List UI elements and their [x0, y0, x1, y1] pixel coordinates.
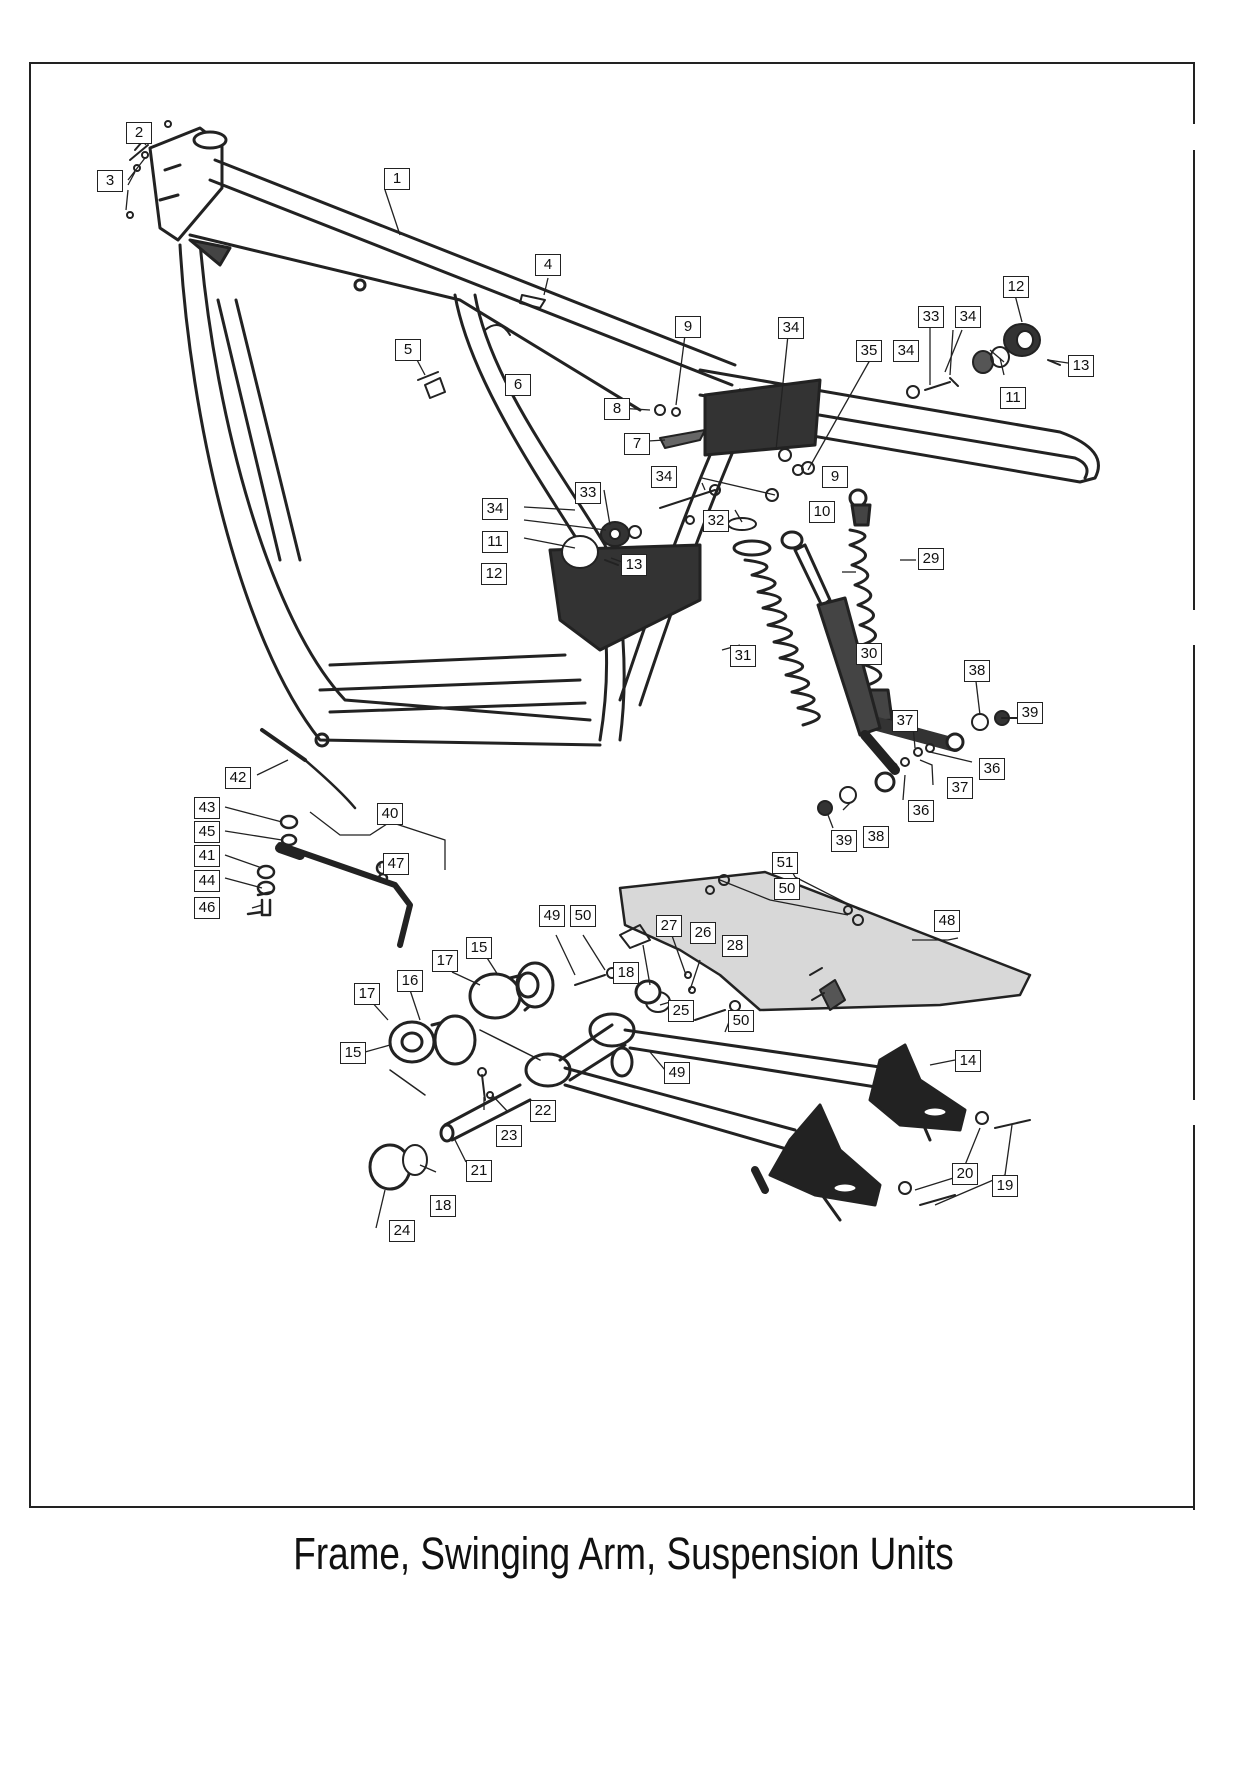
callout-39: 39: [831, 830, 857, 852]
callout-46: 46: [194, 897, 220, 919]
callout-17: 17: [432, 950, 458, 972]
spring-plate-32-drawing: [727, 517, 757, 531]
callout-25: 25: [668, 1000, 694, 1022]
figure-border-right-segment: [1193, 150, 1195, 610]
callout-37: 37: [947, 777, 973, 799]
callout-33: 33: [918, 306, 944, 328]
part-11-12-13-right-drawing: [765, 323, 1061, 502]
callout-12: 12: [481, 563, 507, 585]
callout-16: 16: [397, 970, 423, 992]
callout-49: 49: [539, 905, 565, 927]
callout-51: 51: [772, 852, 798, 874]
callout-36: 36: [908, 800, 934, 822]
callout-27: 27: [656, 915, 682, 937]
callout-34: 34: [778, 317, 804, 339]
callout-21: 21: [466, 1160, 492, 1182]
callout-23: 23: [496, 1125, 522, 1147]
callout-12: 12: [1003, 276, 1029, 298]
figure-border-right-segment: [1193, 645, 1195, 1100]
callout-10: 10: [809, 501, 835, 523]
callout-11: 11: [1000, 387, 1026, 409]
frame-drawing: [148, 126, 1100, 748]
callout-1: 1: [384, 168, 410, 190]
callout-7: 7: [624, 433, 650, 455]
callout-30: 30: [856, 643, 882, 665]
callout-29: 29: [918, 548, 944, 570]
callout-31: 31: [730, 645, 756, 667]
callout-50: 50: [728, 1010, 754, 1032]
callout-50: 50: [774, 878, 800, 900]
o-ring-18-drawing: [402, 1144, 428, 1176]
callout-8: 8: [604, 398, 630, 420]
callout-34: 34: [955, 306, 981, 328]
part-6-drawing: [484, 324, 511, 336]
adjuster-hardware-drawing: [898, 1111, 1031, 1206]
callout-45: 45: [194, 821, 220, 843]
swinging-arm-14-drawing: [524, 1012, 967, 1222]
callout-34: 34: [482, 498, 508, 520]
callout-39: 39: [1017, 702, 1043, 724]
callout-40: 40: [377, 803, 403, 825]
callout-15: 15: [340, 1042, 366, 1064]
callout-48: 48: [934, 910, 960, 932]
part-8-drawing: [654, 404, 666, 416]
callout-36: 36: [979, 758, 1005, 780]
callout-13: 13: [621, 554, 647, 576]
figure-caption: Frame, Swinging Arm, Suspension Units: [293, 1528, 954, 1579]
callout-6: 6: [505, 374, 531, 396]
callout-4: 4: [535, 254, 561, 276]
callout-49: 49: [664, 1062, 690, 1084]
callout-35: 35: [856, 340, 882, 362]
callout-9: 9: [822, 466, 848, 488]
part-7-drawing: [659, 429, 706, 449]
part-4-drawing: [519, 294, 546, 309]
callout-22: 22: [530, 1100, 556, 1122]
callout-18: 18: [613, 962, 639, 984]
callout-42: 42: [225, 767, 251, 789]
callout-11: 11: [482, 531, 508, 553]
callout-15: 15: [466, 937, 492, 959]
callout-19: 19: [992, 1175, 1018, 1197]
shock-mount-hardware-drawing: [817, 710, 1021, 816]
leader-lines: [125, 137, 1069, 1229]
spring-31-drawing: [732, 539, 821, 727]
callout-47: 47: [383, 853, 409, 875]
callout-32: 32: [703, 510, 729, 532]
callout-38: 38: [964, 660, 990, 682]
callout-33: 33: [575, 482, 601, 504]
part-5-drawing: [417, 371, 446, 399]
callout-18: 18: [430, 1195, 456, 1217]
chain-guard-48-drawing: [618, 870, 1032, 1012]
callout-34: 34: [893, 340, 919, 362]
callout-37: 37: [892, 710, 918, 732]
callout-2: 2: [126, 122, 152, 144]
bushes-15-18-drawing: [388, 961, 662, 1096]
stand-assembly-drawing: [246, 728, 413, 948]
callout-17: 17: [354, 983, 380, 1005]
callout-24: 24: [389, 1220, 415, 1242]
callout-3: 3: [97, 170, 123, 192]
callout-14: 14: [955, 1050, 981, 1072]
callout-41: 41: [194, 845, 220, 867]
callout-50: 50: [570, 905, 596, 927]
spindle-21-drawing: [439, 1067, 532, 1143]
callout-34: 34: [651, 466, 677, 488]
callout-38: 38: [863, 826, 889, 848]
callout-13: 13: [1068, 355, 1094, 377]
callout-28: 28: [722, 935, 748, 957]
callout-20: 20: [952, 1163, 978, 1185]
callout-9: 9: [675, 316, 701, 338]
figure-border-right-segment: [1193, 1125, 1195, 1510]
callout-43: 43: [194, 797, 220, 819]
callout-5: 5: [395, 339, 421, 361]
callout-44: 44: [194, 870, 220, 892]
callout-26: 26: [690, 922, 716, 944]
figure-border: [29, 62, 1193, 1508]
figure-border-right-segment: [1193, 62, 1195, 124]
part-11-12-13-left-drawing: [561, 484, 721, 569]
